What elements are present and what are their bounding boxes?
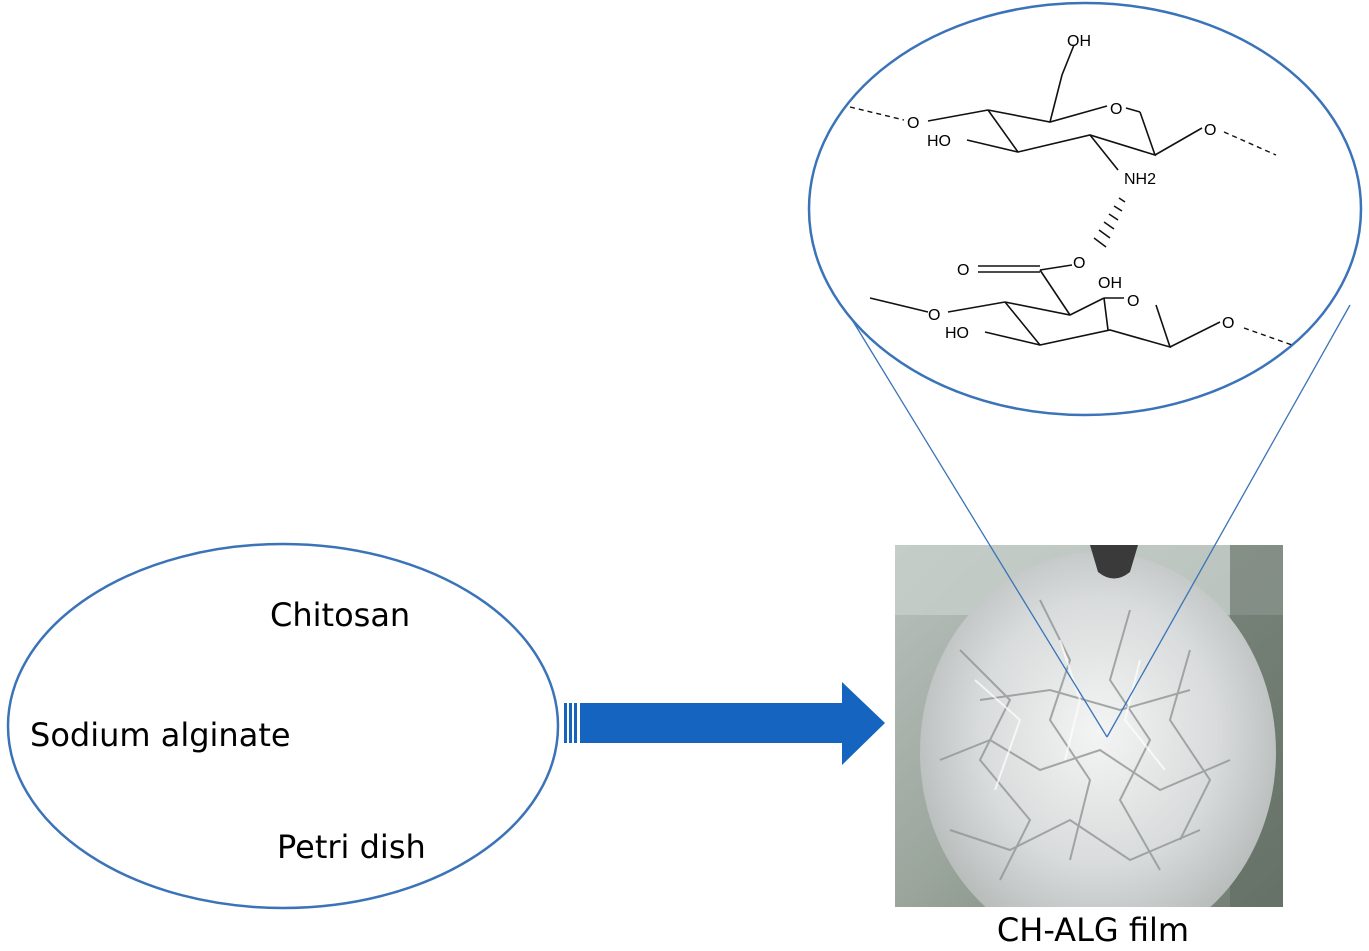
top-ho-label: HO [927, 133, 951, 150]
bridge-o-label: O [1073, 255, 1085, 272]
top-right-o-label: O [1204, 122, 1216, 139]
film-caption: CH-ALG film [997, 911, 1189, 949]
bottom-ho-label: HO [945, 325, 969, 342]
chitosan-label: Chitosan [270, 596, 410, 634]
film-photo [895, 545, 1283, 907]
top-ring-o-label: O [1110, 101, 1122, 118]
structure-zoom: OH O O O HO NH2 O O [807, 1, 1363, 417]
top-oh-label: OH [1067, 33, 1091, 50]
clip-holder [1090, 545, 1138, 579]
ingredients-ellipse [6, 542, 560, 910]
petri-dish-label: Petri dish [277, 828, 426, 866]
bottom-oh-label: OH [1098, 275, 1122, 292]
sodium-alginate-label: Sodium alginate [30, 716, 291, 754]
bottom-left-o-label: O [928, 307, 940, 324]
process-arrow [564, 682, 885, 765]
alginate-unit: O O OH O O O HO [869, 255, 1293, 349]
bottom-ring-o-label: O [1127, 293, 1139, 310]
carbonyl-o-label: O [957, 262, 969, 279]
ingredients-group: Chitosan Sodium alginate Petri dish [6, 542, 560, 910]
top-left-o-label: O [907, 115, 919, 132]
nh2-label: NH2 [1124, 171, 1156, 188]
bottom-right-o-label: O [1222, 315, 1234, 332]
zoom-ellipse [807, 1, 1363, 417]
chitosan-unit: OH O O O HO NH2 [849, 33, 1277, 188]
zoom-lines [842, 304, 1351, 738]
ionic-interaction [1093, 197, 1126, 248]
